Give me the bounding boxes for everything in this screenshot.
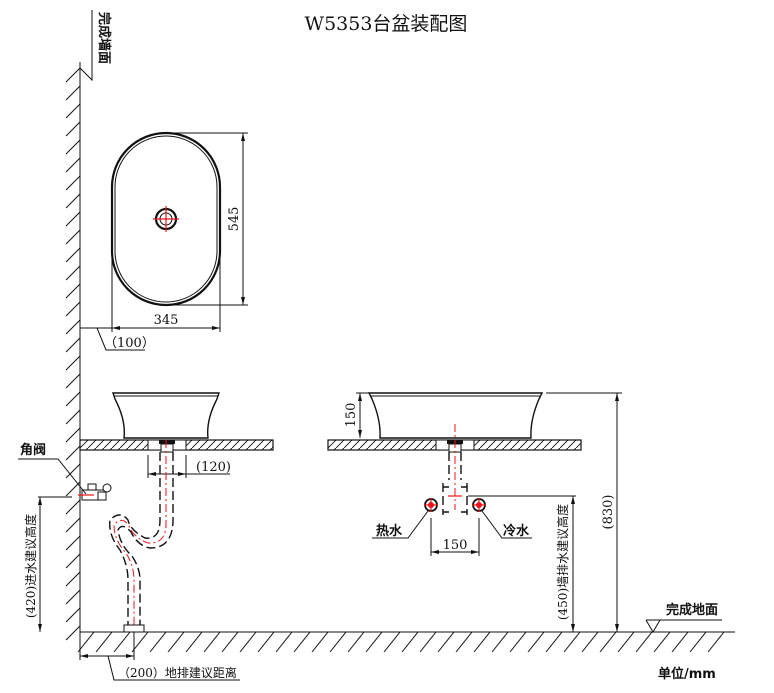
wall-drain-height-dimension: (450)墙排水建议高度 [555,504,570,620]
finished-wall [65,10,93,641]
wall-offset-dimension: （100） [104,336,155,351]
basin-front-view [327,392,622,632]
wall-hatching [65,67,81,641]
finished-floor [77,619,735,653]
finished-wall-label: 完成墙面 [96,12,112,64]
basin-height-dimension: 150 [344,403,359,428]
unit-label: 单位/mm [658,666,716,682]
basin-length-dimension: 545 [227,207,242,232]
floor-hatching [77,631,725,653]
basin-width-dimension: 345 [154,313,179,328]
angle-valve-icon [78,483,112,501]
cold-water-label: 冷水 [503,523,530,539]
floor-level-marker-icon [645,619,661,633]
basin-top-view [80,131,248,351]
drain-offset-dimension: (120) [196,460,231,475]
hot-water-label: 热水 [376,523,403,539]
inlet-height-dimension: (420)进水建议高度 [23,514,38,618]
cold-water-connector-icon [472,498,486,512]
valve-spacing-dimension: 150 [443,538,468,553]
hot-water-connector-icon [424,498,438,512]
wall-marker-icon [79,10,93,82]
angle-valve-label: 角阀 [20,442,46,458]
finished-floor-label: 完成地面 [666,602,718,618]
drawing-title: W5353台盆装配图 [305,13,468,35]
basin-side-view [18,392,274,681]
floor-drain-distance-dimension: （200）地排建议距离 [118,665,237,680]
total-height-dimension: (830) [601,495,616,530]
